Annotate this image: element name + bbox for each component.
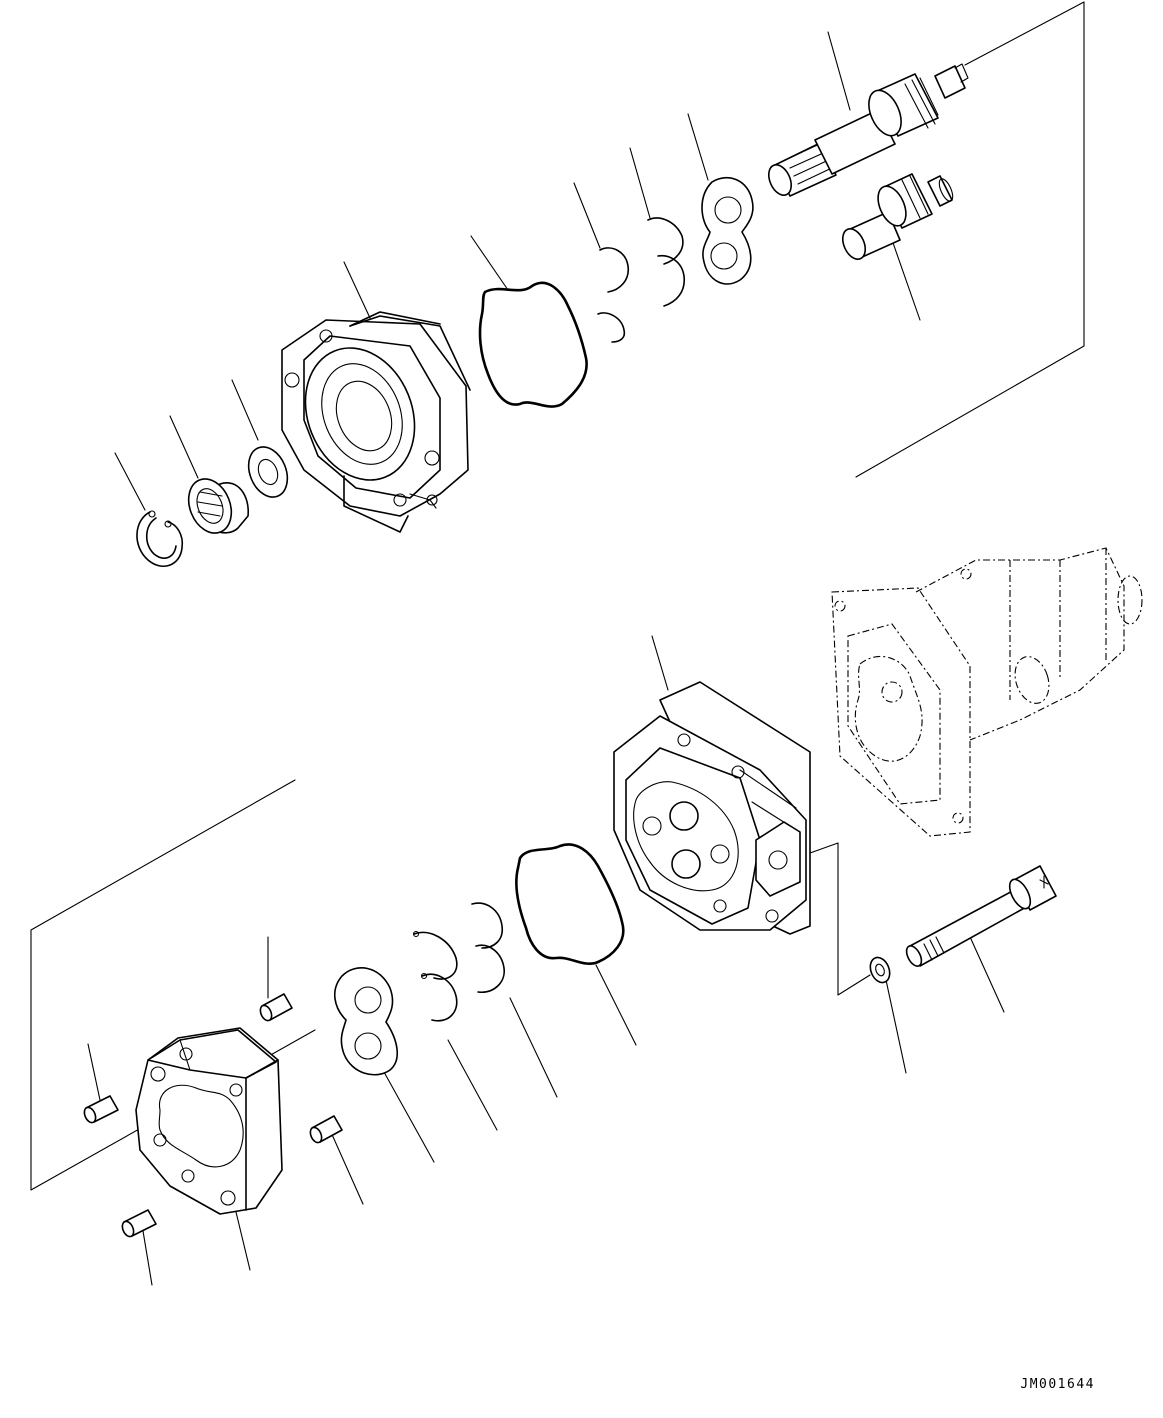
dowel-pin [83,1095,119,1124]
through-bolt [905,865,1057,967]
driven-gear [841,173,954,260]
dowel-pin [259,993,293,1022]
lower-o-ring [515,843,625,965]
upper-seal-wires [597,217,686,343]
lower-seal-wires [412,902,505,1022]
upper-side-plate [701,176,754,285]
dowel-pin [309,1115,343,1144]
upper-washer [247,446,289,498]
leader-lines [87,31,1005,1286]
gear-body-plate [135,1027,283,1215]
drawing-code: JM001644 [1020,1377,1095,1392]
bolt-washer [869,956,891,984]
dowel-pin [121,1209,157,1238]
upper-housing [281,311,471,533]
snap-ring [136,510,184,568]
lower-housing [613,681,811,935]
drive-shaft [767,63,969,197]
lower-side-plate [334,967,398,1076]
roller-bearing [187,478,249,534]
upper-o-ring [478,281,588,408]
upper-group-outline [855,1,1085,478]
pump-assembly-reference [831,547,1143,837]
